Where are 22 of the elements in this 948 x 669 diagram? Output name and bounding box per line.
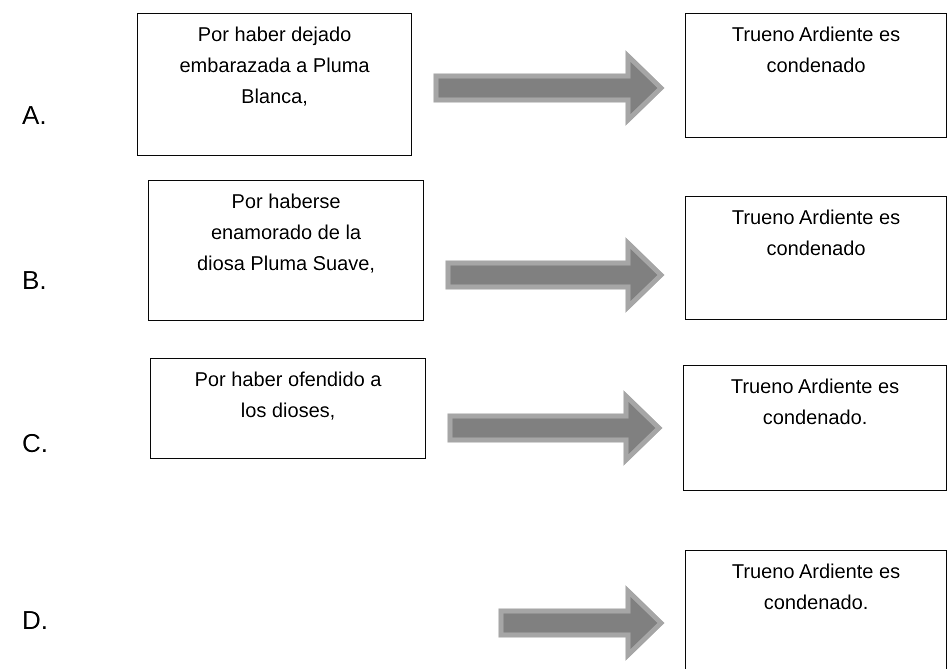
text-box	[685, 550, 947, 669]
text-box	[685, 196, 947, 320]
box-text: Por haber ofendido a los dioses,	[194, 368, 382, 424]
box-text: Trueno Ardiente es condenado	[730, 206, 902, 262]
box-text: Por haberse enamorado de la diosa Pluma Suave,	[196, 190, 376, 277]
block-arrow	[446, 237, 665, 313]
text-box	[150, 358, 426, 459]
block-arrow	[448, 390, 663, 466]
box-text: Por haber dejado embarazada a Pluma Blanca,	[178, 23, 371, 110]
block-arrow	[434, 50, 665, 126]
item-letter: A.	[22, 100, 47, 131]
box-text: Trueno Ardiente es condenado	[730, 23, 902, 79]
text-box	[137, 13, 412, 156]
item-letter: B.	[22, 265, 47, 296]
box-text: Trueno Ardiente es condenado.	[730, 560, 902, 616]
item-letter: D.	[22, 605, 48, 636]
text-box	[683, 365, 947, 491]
box-text: Trueno Ardiente es condenado.	[730, 375, 900, 431]
text-box	[685, 13, 947, 138]
text-box	[148, 180, 424, 321]
item-letter: C.	[22, 428, 48, 459]
block-arrow	[498, 585, 665, 661]
